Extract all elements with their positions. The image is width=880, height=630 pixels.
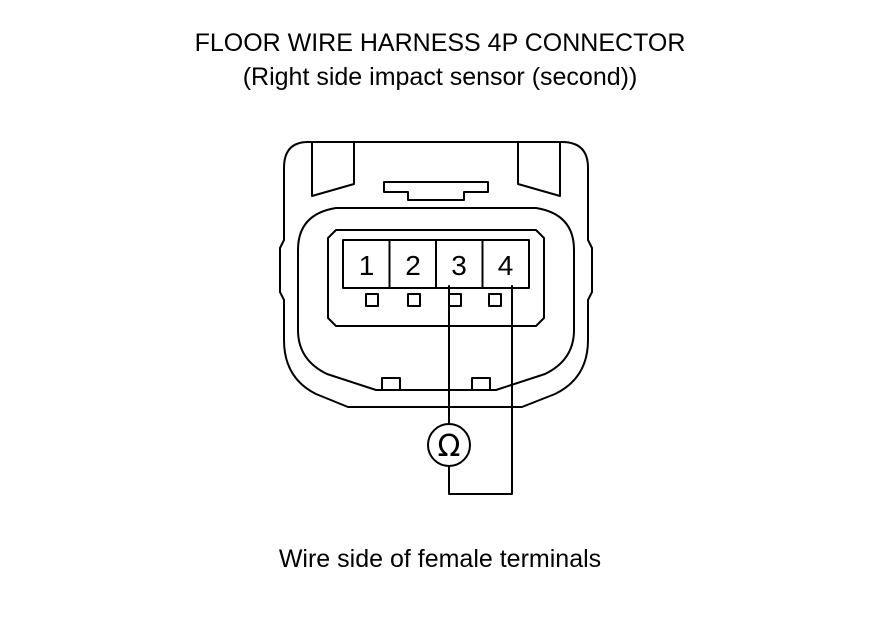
diagram-title: FLOOR WIRE HARNESS 4P CONNECTOR	[194, 29, 686, 57]
lock-tab	[383, 181, 489, 201]
terminal-hole-2	[407, 293, 421, 307]
pin-label-1: 1	[359, 250, 375, 281]
pin-label-3: 3	[451, 250, 467, 281]
connector-housing-outer	[279, 141, 593, 408]
diagram-caption: Wire side of female terminals	[278, 545, 602, 573]
terminal-hole-4	[488, 293, 502, 307]
ohm-symbol: Ω	[438, 429, 461, 464]
diagram-subtitle: (Right side impact sensor (second))	[242, 63, 638, 91]
probe-lead-from-meter	[448, 285, 513, 495]
latch-right	[517, 141, 561, 197]
pin-label-4: 4	[498, 250, 514, 281]
connector-housing-inner	[297, 207, 575, 391]
pin-label-2: 2	[405, 250, 421, 281]
terminal-hole-3	[448, 293, 462, 307]
terminal-cavity	[327, 229, 545, 327]
bottom-nub-right	[471, 377, 491, 391]
terminal-hole-1	[365, 293, 379, 307]
latch-left	[311, 141, 355, 197]
bottom-nub-left	[381, 377, 401, 391]
ohmmeter-circle	[427, 423, 471, 467]
